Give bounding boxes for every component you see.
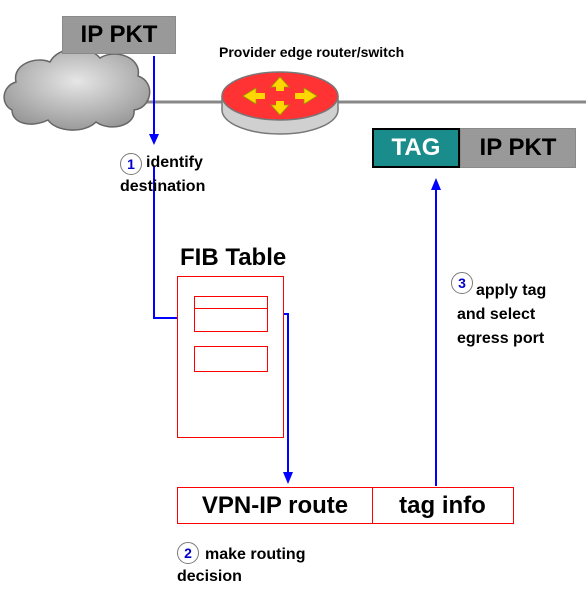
vpn-ip-route-cell: VPN-IP route xyxy=(178,488,373,523)
router-label: Provider edge router/switch xyxy=(219,44,405,60)
step-1-line-2: destination xyxy=(120,178,206,195)
step-2-line-2: decision xyxy=(177,568,242,585)
egress-tag-label: TAG xyxy=(391,134,441,161)
tag-info-cell: tag info xyxy=(372,488,513,523)
step-3-number: 3 xyxy=(451,272,473,294)
step-2-number: 2 xyxy=(177,542,199,564)
ingress-ip-packet-label: IP PKT xyxy=(80,21,158,48)
fib-table-row-2 xyxy=(194,308,268,332)
ingress-arrowhead-top xyxy=(149,134,159,145)
step-3-line-2: and select xyxy=(457,306,536,323)
tag-info-label: tag info xyxy=(399,491,486,519)
router-icon xyxy=(221,71,339,135)
step-1-line-1: identify xyxy=(146,154,203,171)
step-1-number: 1 xyxy=(120,153,142,175)
egress-tag: TAG xyxy=(372,128,460,168)
ingress-ip-packet: IP PKT xyxy=(62,16,176,54)
ingress-arrow xyxy=(153,56,186,319)
step-3-line-3: egress port xyxy=(457,330,545,347)
egress-ip-packet: IP PKT xyxy=(460,128,576,168)
cloud-icon xyxy=(3,47,151,131)
step-3-line-1: apply tag xyxy=(476,282,547,299)
egress-ip-packet-label: IP PKT xyxy=(479,134,557,161)
fib-table-title: FIB Table xyxy=(180,244,287,271)
fib-table-row-3 xyxy=(194,346,268,372)
route-arrowhead xyxy=(283,472,293,484)
route-box: VPN-IP route tag info xyxy=(177,487,514,524)
step-2-line-1: make routing xyxy=(205,546,306,563)
vpn-ip-route-label: VPN-IP route xyxy=(201,491,349,519)
egress-arrowhead xyxy=(431,178,441,190)
